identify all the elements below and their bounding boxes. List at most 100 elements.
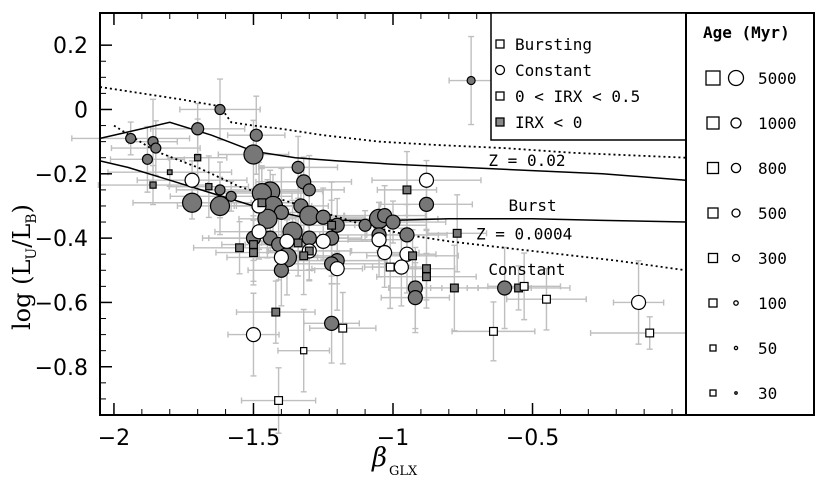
data-point xyxy=(300,346,308,355)
svg-text:β: β xyxy=(371,443,387,473)
data-point xyxy=(141,153,154,165)
data-point xyxy=(329,261,345,277)
legend-label-irx-neg: IRX < 0 xyxy=(515,113,582,132)
data-point xyxy=(488,326,498,336)
data-point xyxy=(205,182,213,191)
svg-text:GLX: GLX xyxy=(389,464,418,479)
data-point xyxy=(304,246,314,256)
data-point xyxy=(302,183,316,197)
data-point xyxy=(327,220,337,230)
age-legend-row: 30 xyxy=(709,384,777,403)
data-point xyxy=(184,172,200,188)
data-point xyxy=(249,128,263,142)
data-point xyxy=(209,195,231,217)
data-point xyxy=(519,281,529,291)
data-point xyxy=(466,75,476,86)
data-point xyxy=(243,144,264,165)
x-tick-label: −0.5 xyxy=(506,426,559,451)
track-annotation: Z = 0.0004 xyxy=(476,225,572,244)
data-point xyxy=(214,184,226,196)
data-point xyxy=(418,172,435,188)
age-legend: Age (Myr) 5000 1000 800 500 300 100 50 30 xyxy=(685,12,815,416)
data-point xyxy=(214,103,226,116)
data-point xyxy=(249,240,258,250)
age-legend-row: 800 xyxy=(706,159,787,178)
age-legend-value: 50 xyxy=(758,339,777,358)
age-legend-row: 1000 xyxy=(706,114,797,133)
y-tick-label: −0.2 xyxy=(35,163,88,188)
data-point xyxy=(150,142,162,154)
data-point xyxy=(257,208,278,229)
data-point xyxy=(422,272,431,282)
data-point xyxy=(645,328,655,338)
data-point xyxy=(497,280,513,296)
data-point xyxy=(358,218,372,232)
legend-marker-bursting xyxy=(495,39,505,49)
data-point xyxy=(338,323,348,333)
track-annotation: Z = 0.02 xyxy=(488,151,565,170)
age-legend-value: 100 xyxy=(758,294,787,313)
data-point xyxy=(449,283,459,293)
data-point xyxy=(371,232,387,248)
data-point xyxy=(249,248,258,258)
age-legend-circle xyxy=(730,117,742,129)
legend-label-bursting: Bursting xyxy=(515,35,592,54)
data-point xyxy=(408,251,418,261)
data-point xyxy=(257,198,267,208)
data-point xyxy=(393,259,409,275)
age-legend-value: 1000 xyxy=(758,114,797,133)
data-point xyxy=(418,196,435,212)
age-legend-circle xyxy=(730,162,742,174)
age-legend-row: 5000 xyxy=(705,69,797,88)
age-legend-value: 300 xyxy=(758,249,787,268)
age-legend-value: 800 xyxy=(758,159,787,178)
data-point xyxy=(274,396,284,406)
age-legend-title: Age (Myr) xyxy=(703,23,790,42)
data-point xyxy=(542,294,551,304)
data-point xyxy=(452,228,462,238)
y-tick-label: −0.6 xyxy=(35,291,88,316)
data-point xyxy=(299,251,309,261)
legend-marker-constant xyxy=(494,64,506,76)
model-track-1 xyxy=(99,121,687,181)
age-legend-square xyxy=(706,161,720,175)
age-legend-square xyxy=(707,252,719,264)
age-legend-row: 100 xyxy=(708,294,787,313)
age-legend-value: 30 xyxy=(758,384,777,403)
data-point xyxy=(385,214,401,230)
data-point xyxy=(385,262,395,272)
track-annotation: Burst xyxy=(508,196,556,215)
data-point xyxy=(291,160,305,174)
data-point xyxy=(402,185,412,195)
data-point xyxy=(181,192,203,213)
age-legend-square xyxy=(707,207,719,219)
legend-label-irx-low: 0 < IRX < 0.5 xyxy=(515,87,640,106)
data-point xyxy=(324,315,340,331)
age-legend-circle xyxy=(731,208,741,218)
age-legend-row: 300 xyxy=(707,249,787,268)
x-tick-label: −1.5 xyxy=(227,426,280,451)
data-point xyxy=(630,294,647,311)
data-point xyxy=(251,224,267,240)
x-axis-label: β GLX xyxy=(371,443,418,479)
axis-ticks: −2−1.5−1−0.50.20−0.2−0.4−0.6−0.8 xyxy=(35,13,673,451)
age-legend-square xyxy=(706,116,720,130)
data-point xyxy=(377,244,393,261)
age-legend-row: 500 xyxy=(707,204,787,223)
data-point xyxy=(191,122,205,136)
data-point xyxy=(125,132,137,145)
y-tick-label: 0.2 xyxy=(53,34,88,59)
age-legend-row: 50 xyxy=(709,339,777,358)
age-legend-square xyxy=(708,298,718,308)
data-point xyxy=(399,227,415,243)
data-point xyxy=(301,230,317,246)
data-point xyxy=(193,154,202,162)
data-point xyxy=(422,264,431,274)
legend-marker-irx-low xyxy=(495,91,505,101)
legend-box: Bursting Constant 0 < IRX < 0.5 IRX < 0 xyxy=(490,12,687,141)
data-point xyxy=(315,233,331,249)
age-legend-circle xyxy=(734,391,738,395)
x-tick-label: −1 xyxy=(377,426,409,451)
y-tick-label: −0.4 xyxy=(35,227,88,252)
